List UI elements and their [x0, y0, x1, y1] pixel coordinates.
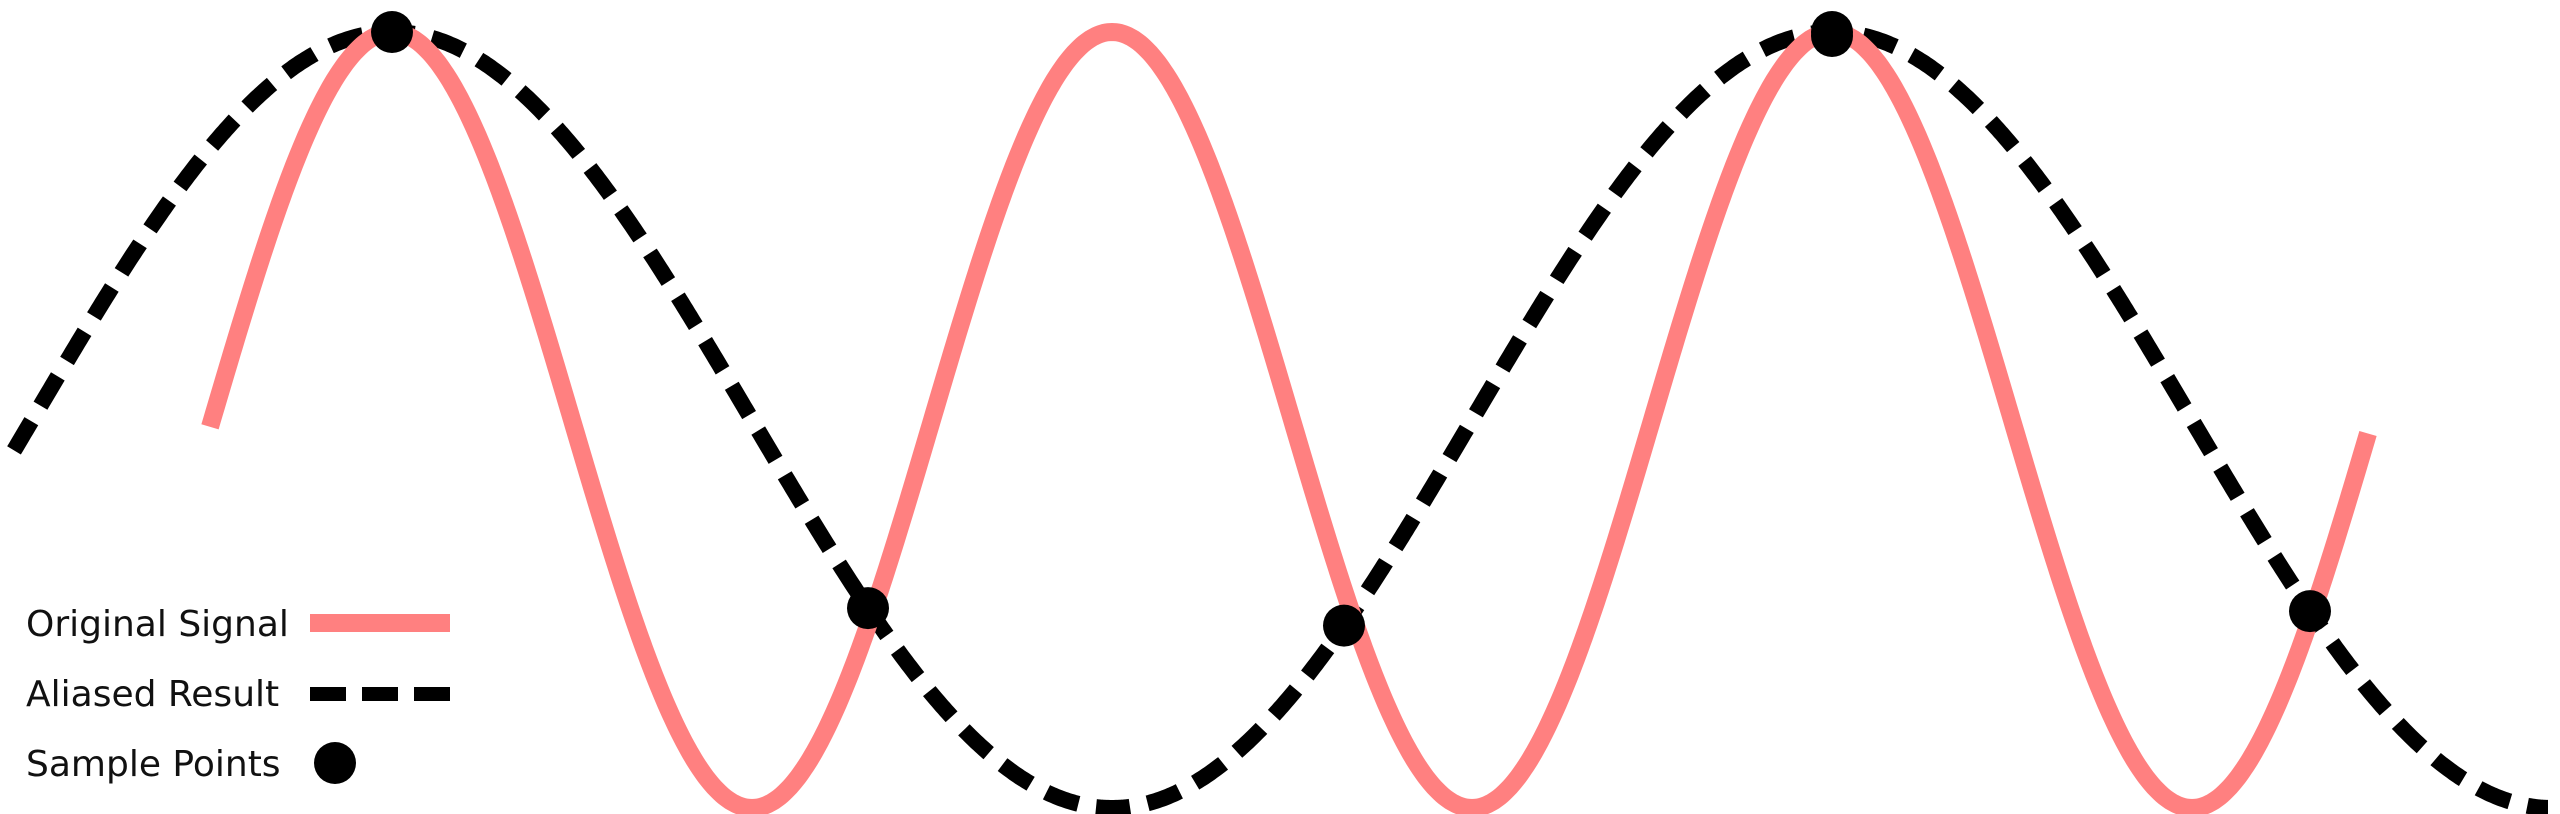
- sample-point: [1811, 15, 1853, 57]
- sample-point: [847, 587, 889, 630]
- sample-points-group: [371, 11, 2331, 647]
- sample-point: [2289, 590, 2331, 633]
- sample-point: [371, 11, 413, 53]
- sample-point: [1323, 604, 1365, 647]
- legend-label-aliased: Aliased Result: [26, 674, 279, 715]
- aliased-result-curve: [7, 24, 2548, 814]
- legend-swatch-samples: [314, 742, 356, 784]
- legend-label-original: Original Signal: [26, 604, 289, 645]
- legend-label-samples: Sample Points: [26, 744, 281, 785]
- original-signal-curve: [201, 22, 2377, 814]
- legend: Original Signal Aliased Result Sample Po…: [26, 604, 450, 785]
